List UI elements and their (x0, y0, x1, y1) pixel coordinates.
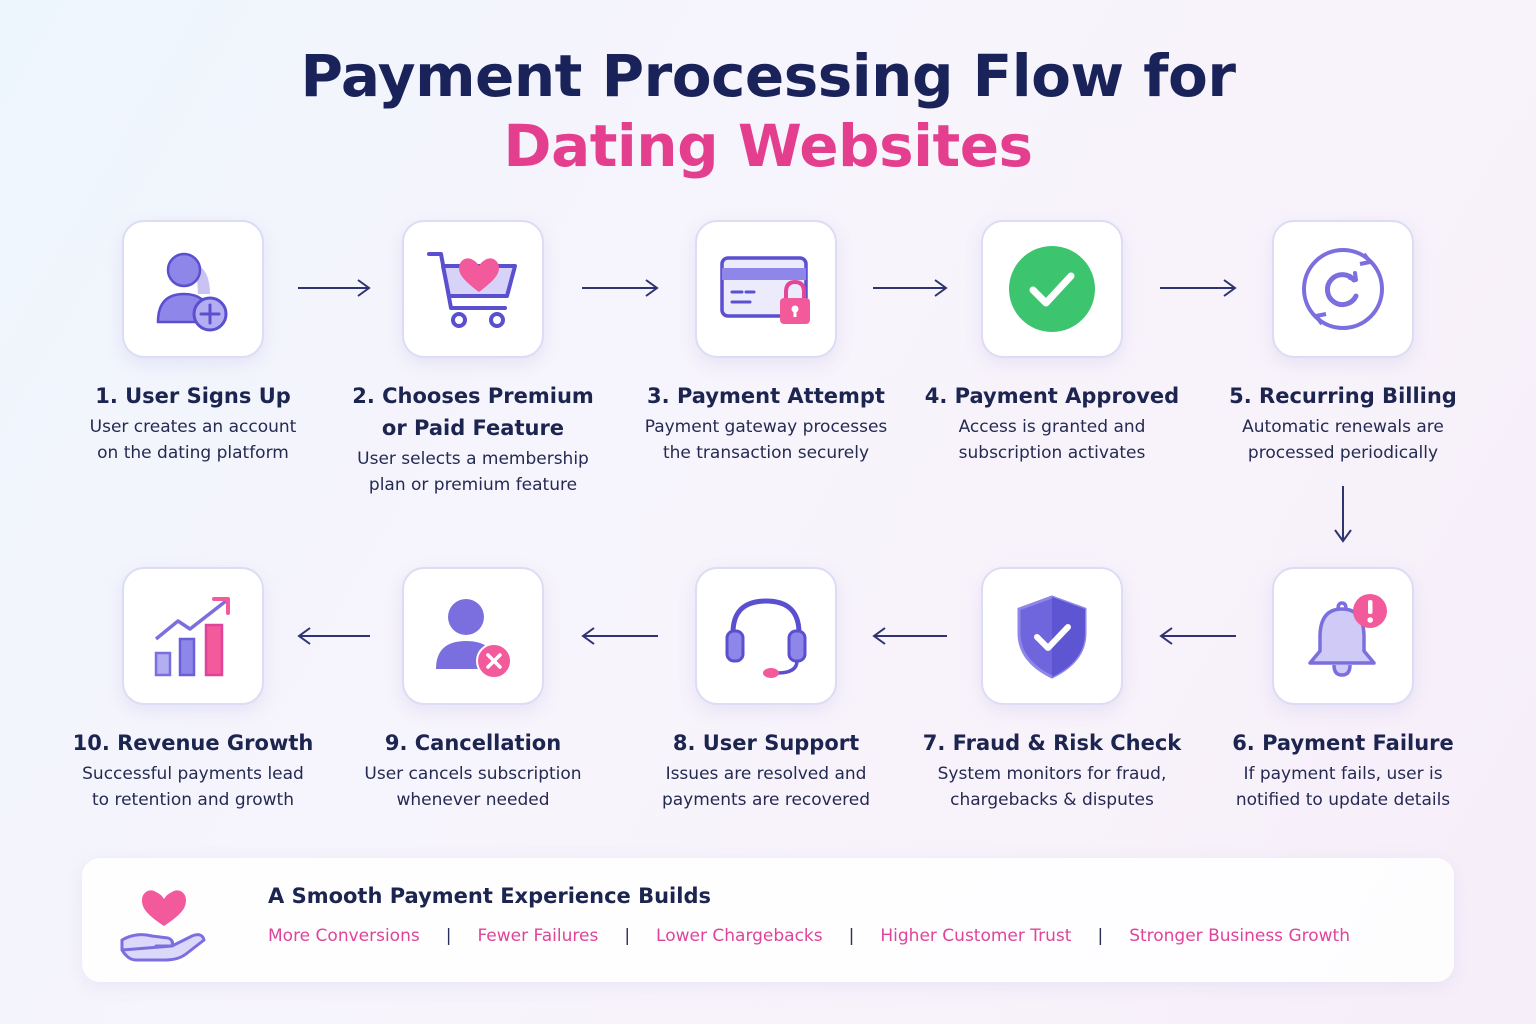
divider: | (624, 926, 631, 946)
step-icon-box (1272, 220, 1414, 358)
step-title: 8. User Support (672, 731, 860, 755)
step-icon-box (402, 567, 544, 705)
flow-arrow-left (581, 627, 658, 645)
page-subtitle: Dating Websites (503, 112, 1033, 180)
divider: | (848, 926, 855, 946)
shield-check-icon (1017, 595, 1087, 679)
step-description: Access is granted and subscription activ… (958, 417, 1146, 463)
step-icon-box (1272, 567, 1414, 705)
step-title: 5. Recurring Billing (1229, 384, 1457, 408)
step-icon-box (981, 220, 1123, 358)
step-icon-box (122, 567, 264, 705)
step-title: 7. Fraud & Risk Check (922, 731, 1182, 755)
step-icon-box (122, 220, 264, 358)
step-title: 3. Payment Attempt (647, 384, 885, 408)
benefit-item: Higher Customer Trust (880, 926, 1072, 946)
summary-panel: A Smooth Payment Experience Builds More … (82, 858, 1454, 982)
page-title: Payment Processing Flow for (300, 42, 1236, 110)
step-title: 10. Revenue Growth (72, 731, 314, 755)
bell-alert-icon (1308, 594, 1387, 677)
summary-title: A Smooth Payment Experience Builds (268, 884, 711, 908)
step-8: 8. User Support Issues are resolved and … (636, 567, 896, 813)
flow-arrow-left (872, 627, 947, 645)
step-icon-box (695, 220, 837, 358)
step-4: 4. Payment Approved Access is granted an… (922, 220, 1182, 466)
user-add-icon (156, 252, 228, 332)
flow-arrow-right (298, 279, 371, 297)
growth-chart-icon (154, 597, 230, 677)
benefit-item: Lower Chargebacks (656, 926, 823, 946)
flow-arrow-left (297, 627, 370, 645)
hand-heart-icon (120, 890, 206, 962)
check-circle-icon (1009, 246, 1095, 332)
flow-arrow-right (873, 279, 948, 297)
step-title: 9. Cancellation (384, 731, 562, 755)
step-7: 7. Fraud & Risk Check System monitors fo… (922, 567, 1182, 813)
step-5: 5. Recurring Billing Automatic renewals … (1213, 220, 1473, 466)
step-1: 1. User Signs Up User creates an account… (63, 220, 323, 466)
step-icon-box (695, 567, 837, 705)
step-icon-box (981, 567, 1123, 705)
divider: | (1097, 926, 1104, 946)
flow-arrow-down (1334, 486, 1352, 543)
step-6: 6. Payment Failure If payment fails, use… (1213, 567, 1473, 813)
benefit-list: More Conversions | Fewer Failures | Lowe… (268, 926, 1350, 946)
flow-arrow-left (1159, 627, 1236, 645)
step-title: 6. Payment Failure (1232, 731, 1454, 755)
benefit-item: Fewer Failures (477, 926, 599, 946)
step-description: Payment gateway processes the transactio… (644, 417, 888, 463)
step-title: 2. Chooses Premium or Paid Feature (352, 384, 594, 440)
step-description: User selects a membership plan or premiu… (357, 449, 589, 495)
step-description: User cancels subscription whenever neede… (364, 764, 582, 810)
step-description: System monitors for fraud, chargebacks &… (937, 764, 1167, 810)
user-cancel-icon (436, 599, 512, 679)
refresh-icon (1302, 248, 1384, 330)
step-title: 1. User Signs Up (95, 384, 291, 408)
step-description: If payment fails, user is notified to up… (1235, 764, 1451, 810)
card-lock-icon (720, 256, 810, 324)
benefit-item: Stronger Business Growth (1129, 926, 1350, 946)
benefit-item: More Conversions (268, 926, 420, 946)
headset-icon (725, 598, 807, 678)
step-3: 3. Payment Attempt Payment gateway proce… (636, 220, 896, 466)
step-9: 9. Cancellation User cancels subscriptio… (343, 567, 603, 813)
step-description: Automatic renewals are processed periodi… (1242, 417, 1444, 463)
step-description: Successful payments lead to retention an… (82, 764, 304, 810)
cart-heart-icon (427, 252, 517, 328)
flow-arrow-right (1160, 279, 1237, 297)
step-10: 10. Revenue Growth Successful payments l… (63, 567, 323, 813)
step-description: Issues are resolved and payments are rec… (661, 764, 871, 810)
step-2: 2. Chooses Premium or Paid Feature User … (343, 220, 603, 498)
flow-arrow-right (582, 279, 659, 297)
step-description: User creates an account on the dating pl… (89, 417, 297, 463)
step-icon-box (402, 220, 544, 358)
divider: | (445, 926, 452, 946)
step-title: 4. Payment Approved (924, 384, 1180, 408)
